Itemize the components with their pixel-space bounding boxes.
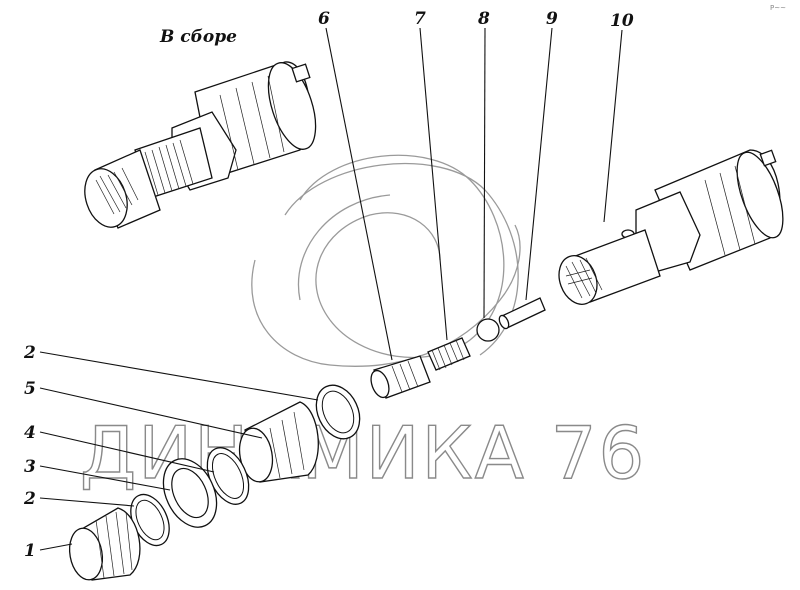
part-label-7: 7 xyxy=(414,9,426,29)
part-label-6: 6 xyxy=(318,9,330,29)
part-6-valve-body xyxy=(370,355,431,399)
part-label-10: 10 xyxy=(610,11,634,31)
part-8-ball xyxy=(476,318,500,342)
watermark-logo xyxy=(251,154,521,367)
part-label-2-upper: 2 xyxy=(23,343,36,363)
leader-lines xyxy=(39,27,623,551)
part-3-washer xyxy=(162,458,218,528)
part-label-3: 3 xyxy=(24,457,36,477)
part-5-sleeve xyxy=(238,401,319,483)
part-label-4: 4 xyxy=(24,423,36,443)
part-label-2-lower: 2 xyxy=(23,489,36,509)
part-label-8: 8 xyxy=(477,9,490,29)
part-label-9: 9 xyxy=(546,9,558,29)
part-1-cap xyxy=(68,507,141,581)
part-2-upper-ring xyxy=(315,384,361,440)
part-9-pin xyxy=(498,297,546,330)
part-7-spring xyxy=(427,337,471,371)
part-label-1: 1 xyxy=(24,541,36,561)
part-label-5: 5 xyxy=(24,379,36,399)
part-10-fitting xyxy=(558,149,784,305)
assembly-title: В сборе xyxy=(159,27,237,47)
corner-mark: P~~ xyxy=(770,4,786,12)
assembled-unit xyxy=(84,61,317,229)
